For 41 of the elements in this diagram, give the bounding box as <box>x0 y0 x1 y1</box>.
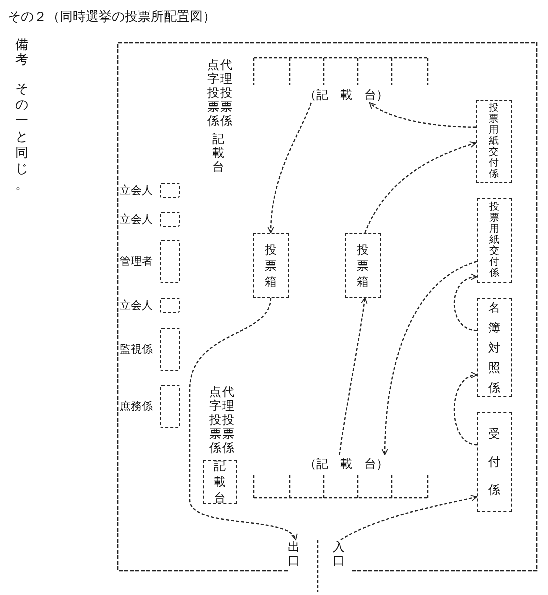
seat-label: 庶務係 <box>120 400 153 414</box>
desk-label: 投票用紙交付係 <box>489 202 500 279</box>
desk-label: 投票用紙交付係 <box>488 103 500 180</box>
desk-label: 名簿対照係 <box>488 300 501 396</box>
staff-desk-box <box>476 100 512 183</box>
flow-arrow <box>454 274 478 332</box>
flow-arrow <box>454 373 478 446</box>
seat-label: 立会人 <box>120 212 153 226</box>
booth-label: （記 載 台） <box>304 456 390 473</box>
flow-arrow <box>382 261 478 456</box>
flow-arrow <box>268 102 312 234</box>
flow-arrow <box>364 142 476 234</box>
note: その一と同じ。 <box>15 82 29 194</box>
staff-desk-box <box>477 412 512 512</box>
seat-label: 立会人 <box>120 298 153 312</box>
desk-label: 点字投票係 <box>209 385 222 457</box>
desk-label: 記載台 <box>212 132 225 174</box>
booth-label: （記 載 台） <box>304 87 390 104</box>
staff-desk-box <box>345 233 381 298</box>
flow-arrow <box>339 298 368 456</box>
flow-arrow <box>369 102 476 128</box>
desk-label: 投票箱 <box>356 242 370 290</box>
staff-desk-box <box>203 460 237 504</box>
desk-label: 点字投票係 <box>207 58 220 130</box>
title: その２（同時選挙の投票所配置図） <box>8 9 216 26</box>
seat-label: 管理者 <box>120 254 153 268</box>
staff-desk-box <box>253 233 289 298</box>
exit-label: 出口 <box>288 540 304 578</box>
flow-arrow <box>340 495 478 541</box>
desk-label: 受付係 <box>488 426 501 499</box>
seat-label: 立会人 <box>120 184 153 198</box>
desk-label: 記載台 <box>214 458 226 506</box>
desk-label: 代理投票係 <box>220 58 233 130</box>
exit-label: 入口 <box>333 540 349 578</box>
note-heading: 備考 <box>15 38 29 68</box>
seat-label: 監視係 <box>120 342 153 356</box>
flow-arrow <box>189 298 297 540</box>
staff-desk-box <box>477 298 512 397</box>
staff-desk-box <box>477 198 512 283</box>
desk-label: 代理投票係 <box>222 385 235 457</box>
desk-label: 投票箱 <box>264 242 278 290</box>
